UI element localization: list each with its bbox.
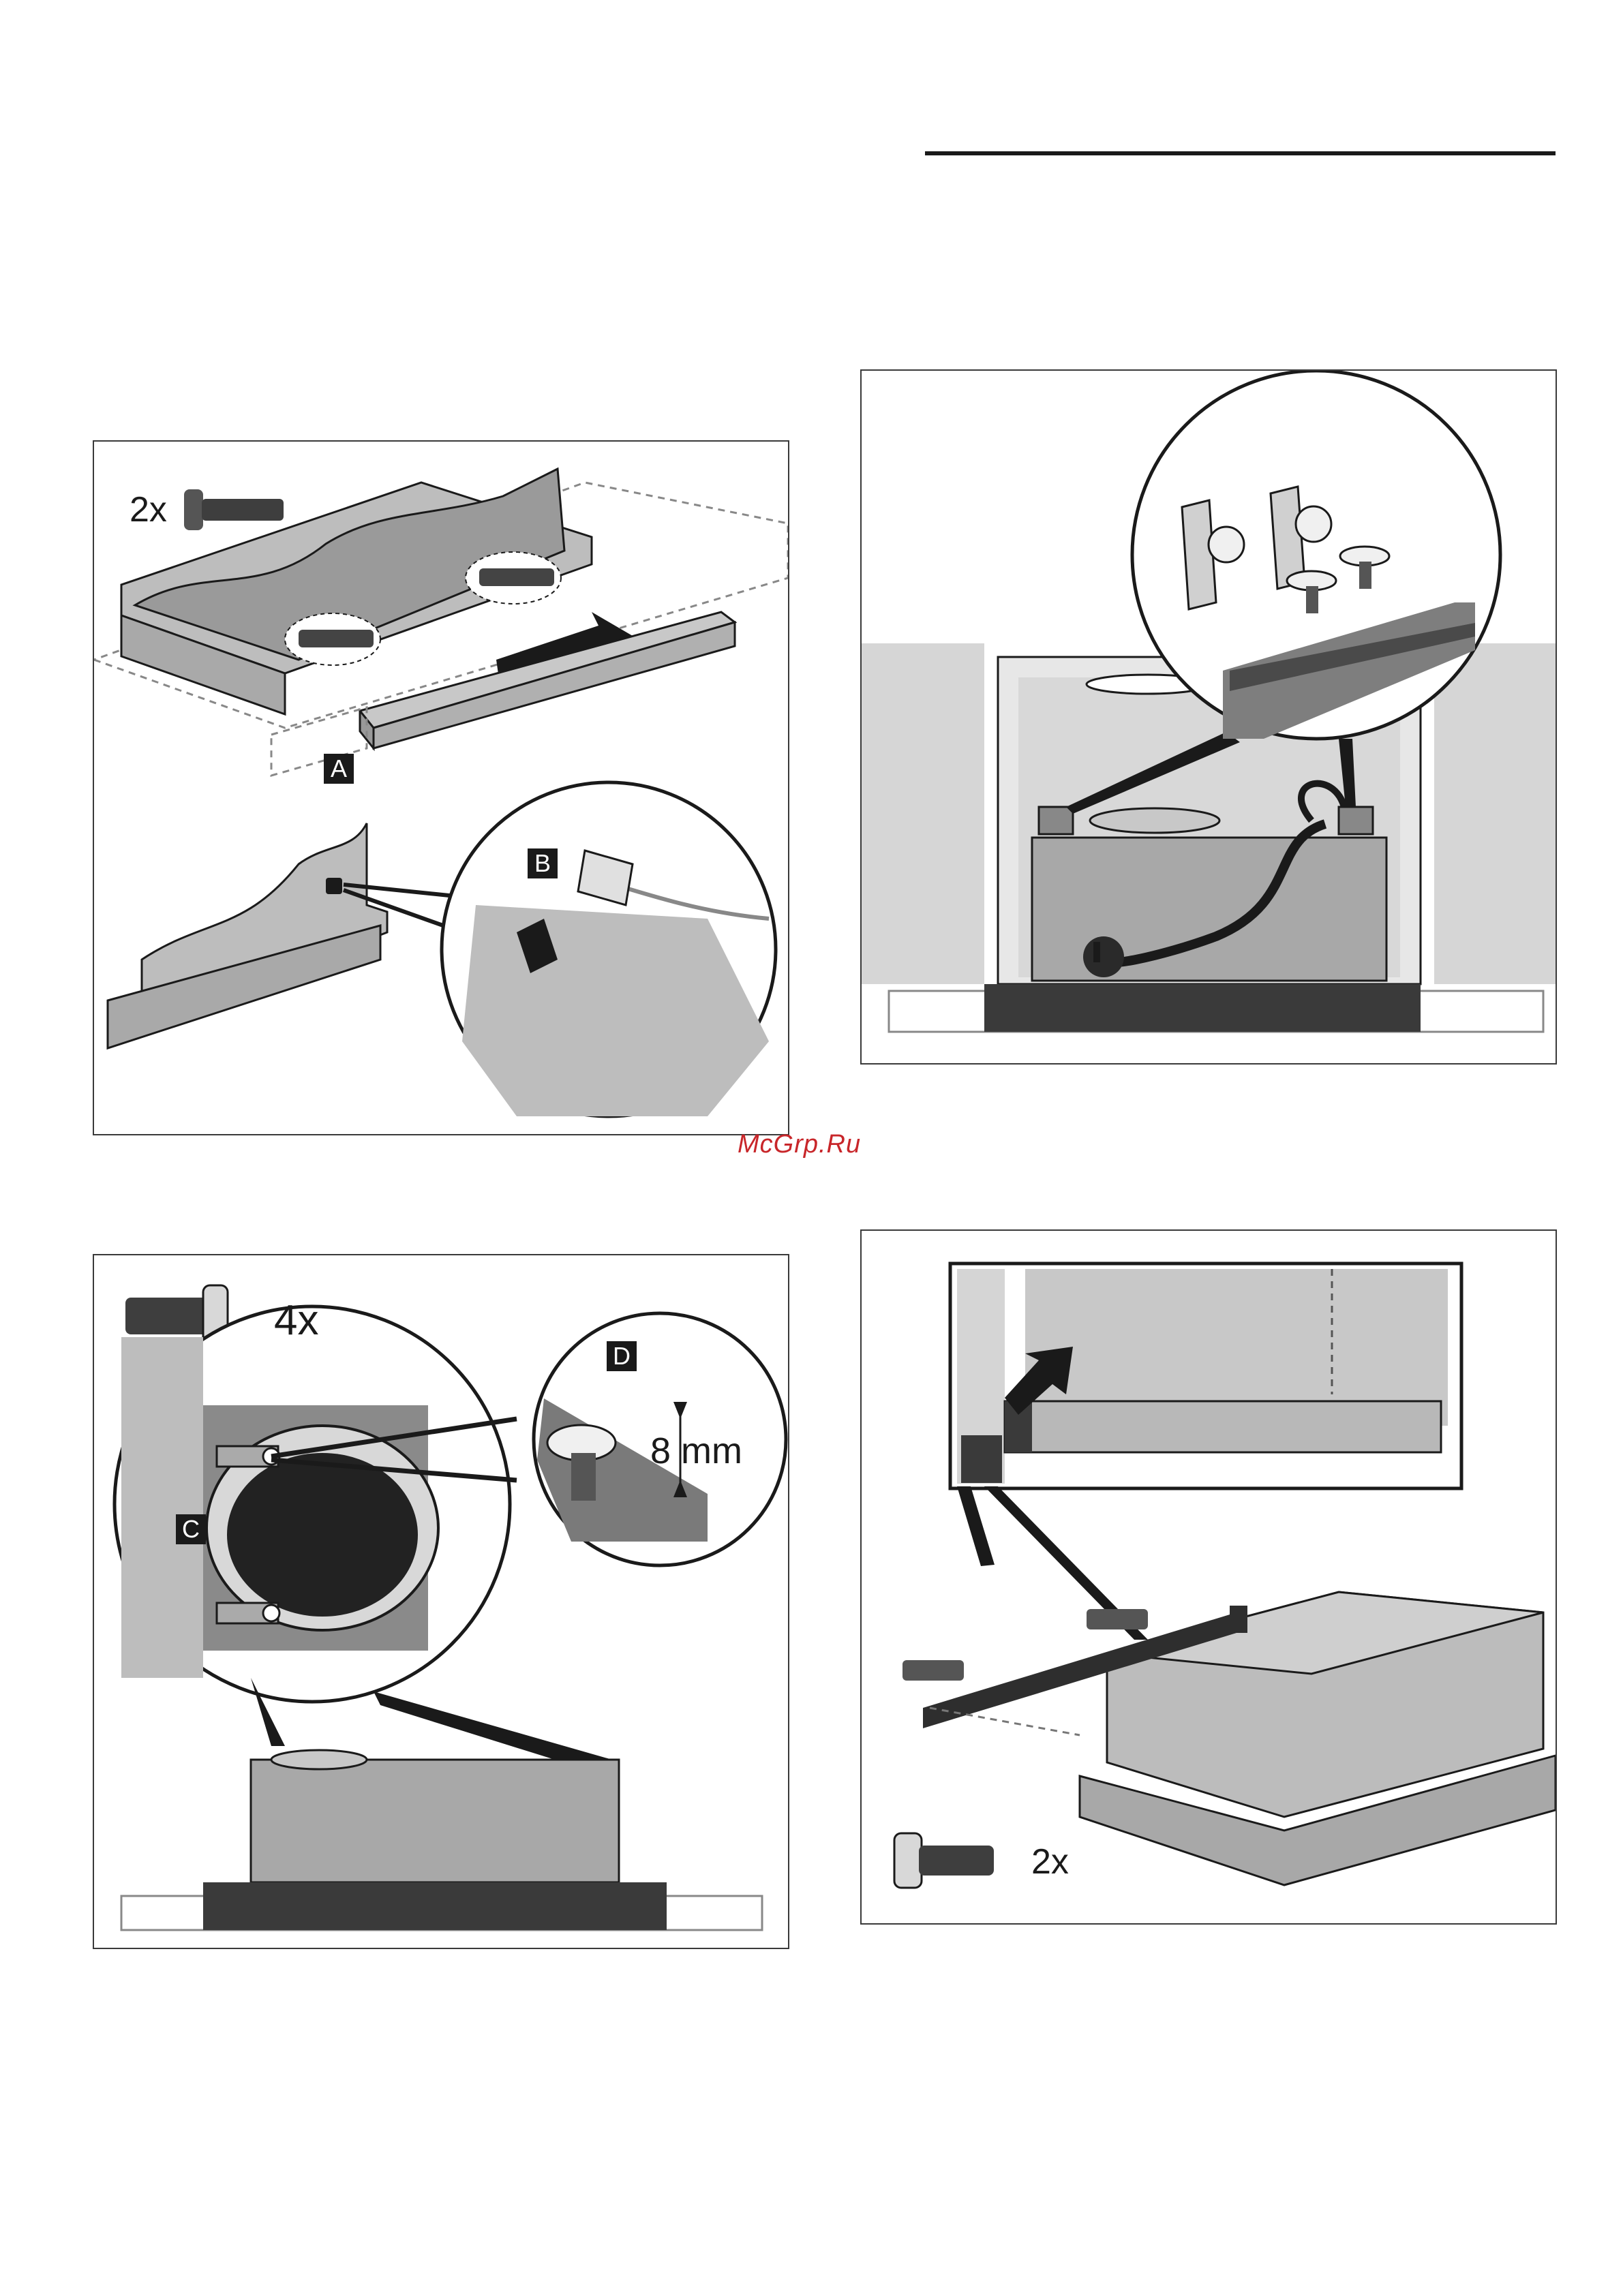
- figure-panel-2: [860, 369, 1557, 1065]
- step-tag-b: B: [528, 848, 558, 878]
- screw-quantity-label: 2x: [130, 489, 167, 530]
- screw-icon: [285, 613, 380, 665]
- figure-1-drawing: [94, 442, 788, 1134]
- figure-3-drawing: [94, 1255, 788, 1948]
- figure-panel-4: 2x: [860, 1229, 1557, 1925]
- header-rule: [925, 151, 1556, 155]
- figure-4-drawing: [862, 1231, 1556, 1923]
- figure-2-drawing: [862, 371, 1556, 1063]
- step-tag-c: C: [176, 1514, 206, 1544]
- screw-quantity-label: 2x: [1031, 1841, 1069, 1882]
- screw-icon: [466, 552, 561, 604]
- figure-panel-3: 4x C D 8 mm: [93, 1254, 789, 1949]
- watermark-text: McGrp.Ru: [738, 1130, 861, 1159]
- dimension-label: 8 mm: [650, 1430, 742, 1472]
- screw-quantity-label: 4x: [274, 1296, 318, 1345]
- step-tag-a: A: [324, 754, 354, 784]
- step-tag-d: D: [607, 1341, 637, 1371]
- plug-icon: [1083, 936, 1124, 977]
- figure-panel-1: 2x A B: [93, 440, 789, 1135]
- screw-icon: [184, 489, 284, 530]
